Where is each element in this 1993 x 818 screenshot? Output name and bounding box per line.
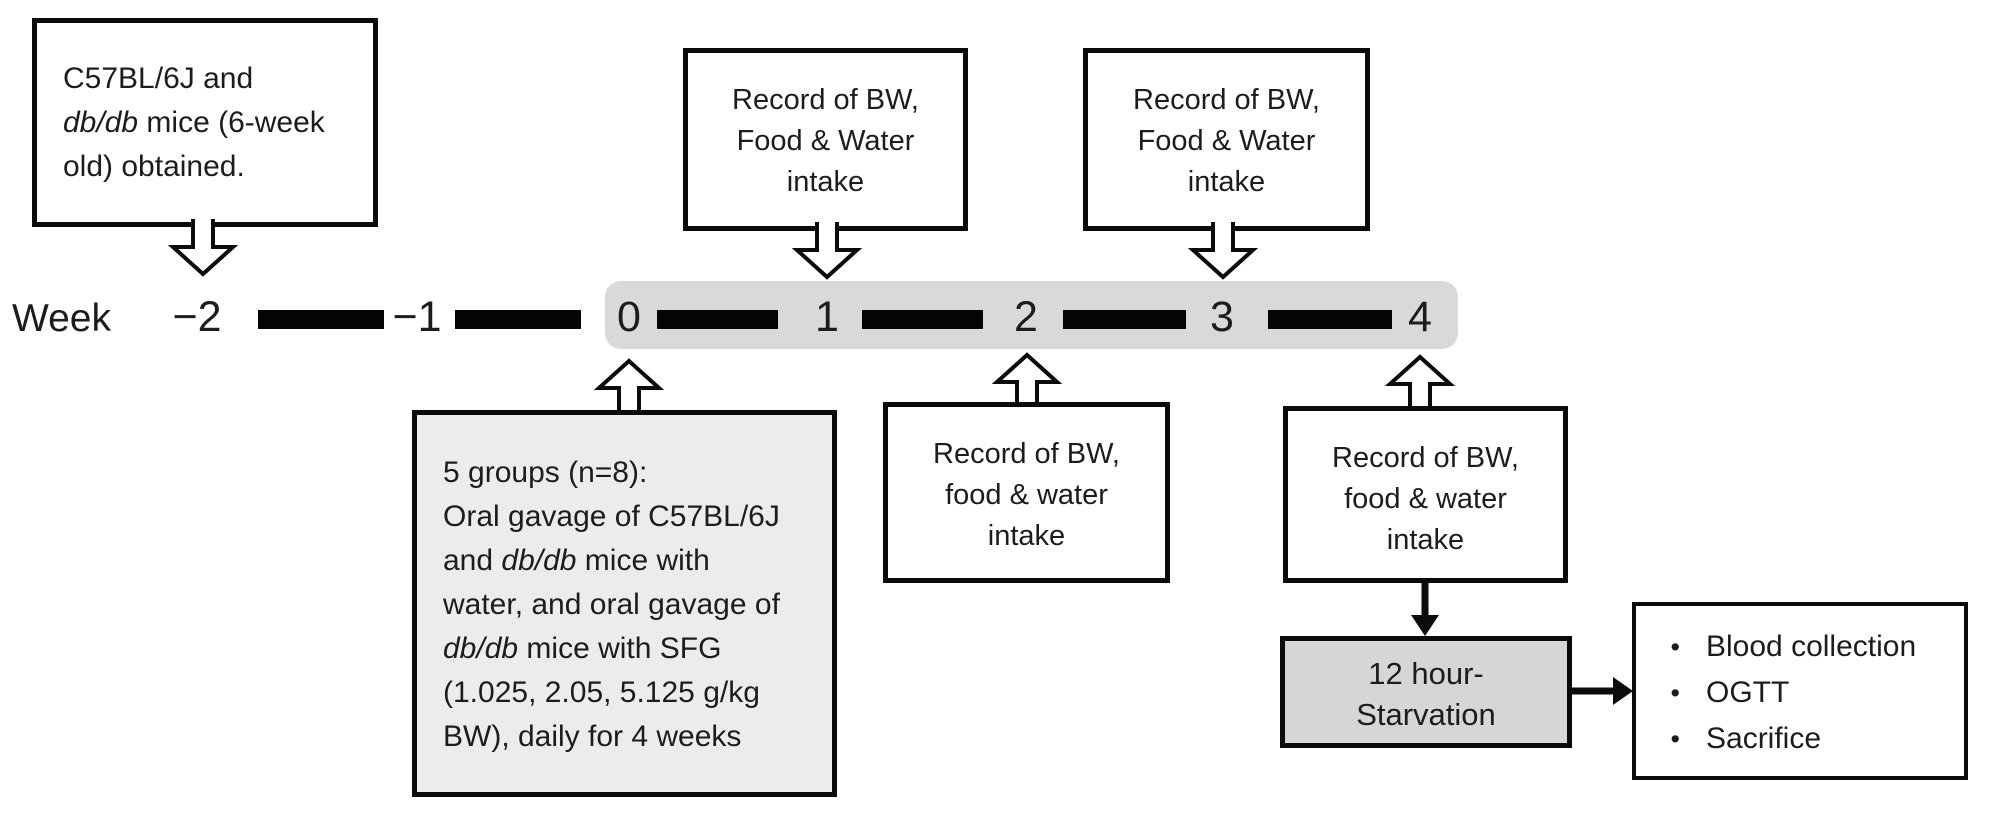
week-tick-3: 3 [1210, 293, 1234, 341]
mice-obtained-line: C57BL/6J and [63, 62, 254, 95]
week-tick-2: 2 [1014, 293, 1038, 341]
treatment-line: (1.025, 2.05, 5.125 g/kg [443, 676, 760, 709]
outcomes-box: • Blood collection • OGTT • Sacrifice [1632, 602, 1968, 780]
starvation-line: 12 hour- [1368, 656, 1484, 691]
week-tick-minus1: −1 [392, 293, 442, 341]
treatment-line: Oral gavage of C57BL/6J [443, 500, 780, 533]
block-up-arrow-week4 [1384, 354, 1456, 412]
solid-right-arrow [1569, 677, 1633, 705]
record-line: food & water [945, 479, 1108, 511]
outcome-item: • OGTT [1636, 676, 1964, 722]
record-line: intake [1187, 166, 1266, 198]
record-line: Record of BW, [933, 438, 1120, 470]
mice-obtained-box: C57BL/6J and db/db mice (6-week old) obt… [32, 18, 378, 227]
starvation-box: 12 hour- Starvation [1280, 636, 1572, 748]
record-line: food & water [1344, 483, 1507, 515]
timeline-dash [1063, 310, 1186, 329]
record-line: intake [786, 166, 865, 198]
timeline-dash [258, 310, 384, 329]
solid-down-arrow [1411, 583, 1439, 636]
outcome-label: Blood collection [1706, 630, 1917, 663]
mice-obtained-line: db/db mice (6-week [63, 106, 325, 139]
record-box-week1: Record of BW, Food & Water intake [683, 48, 968, 231]
outcome-item: • Blood collection [1636, 630, 1964, 676]
week-tick-minus2: −2 [172, 293, 222, 341]
block-up-arrow-week0 [593, 358, 665, 416]
treatment-line: water, and oral gavage of [443, 588, 780, 621]
treatment-line: BW), daily for 4 weeks [443, 720, 742, 753]
block-up-arrow-week2 [991, 352, 1063, 410]
record-line: Food & Water [1137, 125, 1316, 157]
treatment-line: and db/db mice with [443, 544, 710, 577]
mice-obtained-line: old) obtained. [63, 150, 245, 183]
record-box-week2: Record of BW, food & water intake [883, 402, 1170, 583]
record-box-week4: Record of BW, food & water intake [1283, 406, 1568, 583]
outcome-item: • Sacrifice [1636, 722, 1964, 768]
outcome-label: OGTT [1706, 676, 1790, 709]
week-tick-1: 1 [815, 293, 839, 341]
record-box-week3: Record of BW, Food & Water intake [1083, 48, 1370, 231]
bullet-icon: • [1670, 632, 1680, 662]
record-line: Record of BW, [732, 84, 919, 116]
treatment-line: 5 groups (n=8): [443, 456, 648, 489]
timeline-dash [657, 310, 778, 329]
timeline-dash [1268, 310, 1392, 329]
outcome-label: Sacrifice [1706, 722, 1822, 755]
bullet-icon: • [1670, 724, 1680, 754]
block-down-arrow-week3 [1187, 222, 1259, 280]
timeline-dash [455, 310, 581, 329]
treatment-groups-box: 5 groups (n=8): Oral gavage of C57BL/6J … [412, 410, 837, 797]
record-line: Record of BW, [1133, 84, 1320, 116]
block-down-arrow-week1 [791, 222, 863, 280]
record-line: Record of BW, [1332, 442, 1519, 474]
timeline-dash [862, 310, 983, 329]
bullet-icon: • [1670, 678, 1680, 708]
week-label: Week [12, 297, 111, 340]
block-down-arrow-obtained [167, 219, 239, 277]
week-tick-0: 0 [617, 293, 641, 341]
record-line: intake [1386, 524, 1465, 556]
week-tick-4: 4 [1408, 293, 1432, 341]
record-line: Food & Water [736, 125, 915, 157]
starvation-line: Starvation [1356, 697, 1496, 732]
treatment-line: db/db mice with SFG [443, 632, 722, 665]
record-line: intake [987, 520, 1066, 552]
